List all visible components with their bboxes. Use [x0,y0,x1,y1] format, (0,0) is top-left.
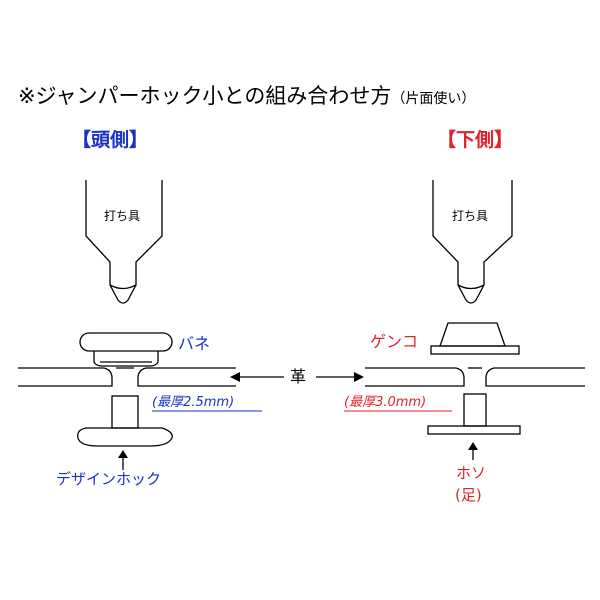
center-arrow-right-head [354,372,364,382]
left-setting-tool [85,180,163,304]
right-genko-base [430,345,520,355]
right-post-base [427,425,521,435]
page-title: ※ジャンパーホック小との組み合わせ方（片面使い） [18,86,475,107]
left-design-hook-cap [77,427,173,447]
left-arrow-head [118,450,128,458]
left-leather-left [18,367,113,387]
left-design-hook-post [111,395,139,429]
left-thickness-label: (最厚2.5mm) [152,395,235,410]
left-heading: 【頭側】 [72,129,149,151]
right-leather-left [365,367,465,387]
left-design-hook-label: デザインホック [56,470,162,488]
left-tool-tip [109,284,137,290]
right-tool-label: 打ち具 [452,209,489,223]
title-main: ※ジャンパーホック小との組み合わせ方 [18,84,392,108]
center-arrow-left-head [230,372,240,382]
left-leather-right [137,367,236,387]
right-arrow-head [468,442,478,450]
right-genko-label: ゲンコ [370,332,419,351]
right-post-label: ホソ [456,464,487,482]
left-spring-base [93,351,159,367]
right-heading: 【下側】 [437,129,514,151]
left-spring-label: バネ [178,334,211,353]
leather-label: 革 [290,367,307,386]
right-thickness-label: (最厚3.0mm) [344,395,427,410]
right-genko-cap [439,322,506,347]
left-tool-label: 打ち具 [104,209,141,223]
right-post-shaft [463,393,487,427]
right-tool-tip [457,284,485,290]
right-leather-right [485,367,585,387]
right-setting-tool [432,180,513,304]
left-spring-cap [79,332,173,352]
title-sub: （片面使い） [391,91,476,107]
right-post-sublabel: (足) [455,486,482,504]
